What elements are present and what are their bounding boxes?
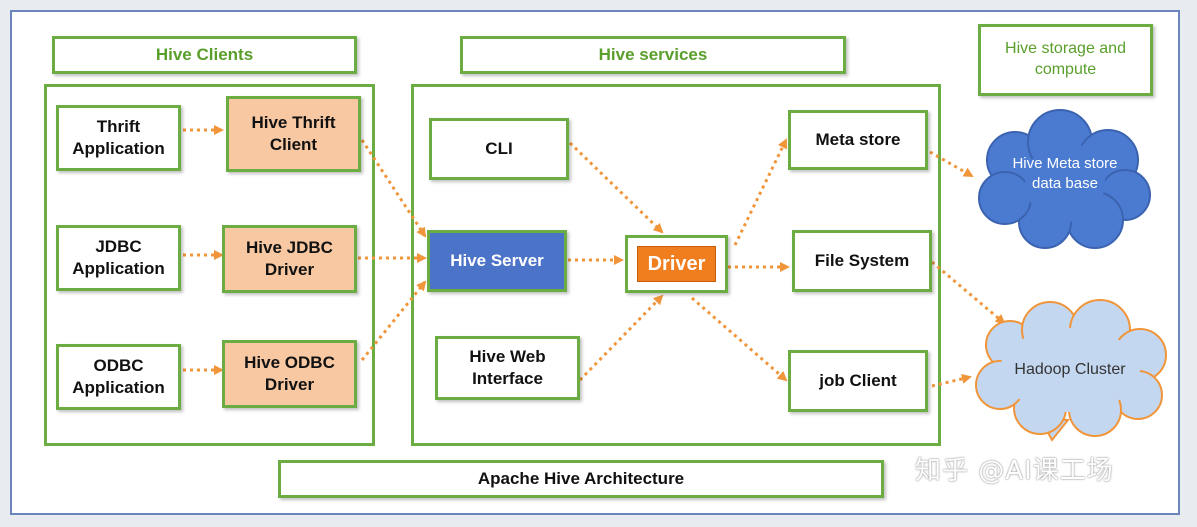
jdbc-application-box: JDBC Application: [56, 225, 181, 291]
driver-box: Driver: [625, 235, 728, 293]
arrow-filesystem-to-hadoop: [931, 260, 1006, 325]
hive-odbc-driver-box: Hive ODBC Driver: [222, 340, 357, 408]
hive-services-header: Hive services: [460, 36, 846, 74]
arrow-web-to-driver: [578, 294, 664, 382]
arrow-driver-to-jobclient: [691, 296, 788, 382]
arrow-thrift-client-to-server: [360, 139, 427, 238]
hive-jdbc-driver-box: Hive JDBC Driver: [222, 225, 357, 293]
hadoop-cluster-label: Hadoop Cluster: [1014, 361, 1126, 378]
services-container: [411, 84, 941, 446]
watermark: 知乎 @AI课工场: [915, 456, 1114, 486]
clients-container: [44, 84, 375, 446]
hive-web-interface-box: Hive Web Interface: [435, 336, 580, 400]
arrow-driver-to-metastore: [733, 138, 788, 246]
hive-thrift-client-box: Hive Thrift Client: [226, 96, 361, 172]
hive-clients-header: Hive Clients: [52, 36, 357, 74]
meta-store-db-label: Hive Meta store data base: [1012, 155, 1118, 192]
hive-storage-header: Hive storage and compute: [978, 24, 1153, 96]
cli-box: CLI: [429, 118, 569, 180]
hadoop-cluster-cloud: [975, 299, 1167, 442]
hive-server-box: Hive Server: [427, 230, 567, 292]
job-client-box: job Client: [788, 350, 928, 412]
odbc-application-box: ODBC Application: [56, 344, 181, 410]
thrift-application-box: Thrift Application: [56, 105, 181, 171]
meta-store-box: Meta store: [788, 110, 928, 170]
meta-store-cloud: [978, 109, 1151, 249]
arrow-odbc-driver-to-server: [360, 280, 427, 361]
arrow-cli-to-driver: [568, 141, 664, 234]
apache-hive-architecture-footer: Apache Hive Architecture: [278, 460, 884, 498]
arrow-jobclient-to-hadoop: [931, 373, 972, 388]
file-system-box: File System: [792, 230, 932, 292]
arrow-metastore-to-db: [929, 150, 974, 178]
driver-label: Driver: [636, 246, 717, 282]
